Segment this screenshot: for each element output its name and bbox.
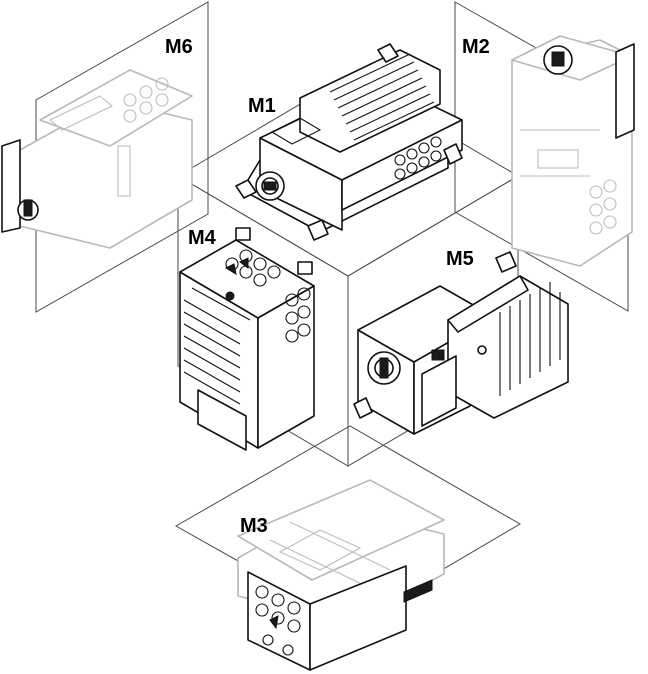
- device-m1: [235, 43, 463, 241]
- label-m4: M4: [188, 227, 217, 249]
- device-m3: [237, 479, 445, 671]
- plane-left-m6: [35, 1, 209, 313]
- label-m6: M6: [165, 36, 193, 58]
- label-m3: M3: [240, 515, 268, 537]
- device-m2: [511, 35, 635, 267]
- label-m1: M1: [248, 95, 276, 117]
- device-m4: [179, 227, 315, 451]
- device-m6: [1, 69, 193, 249]
- label-m2: M2: [462, 36, 490, 58]
- device-m5: [353, 251, 569, 435]
- label-m5: M5: [446, 248, 474, 270]
